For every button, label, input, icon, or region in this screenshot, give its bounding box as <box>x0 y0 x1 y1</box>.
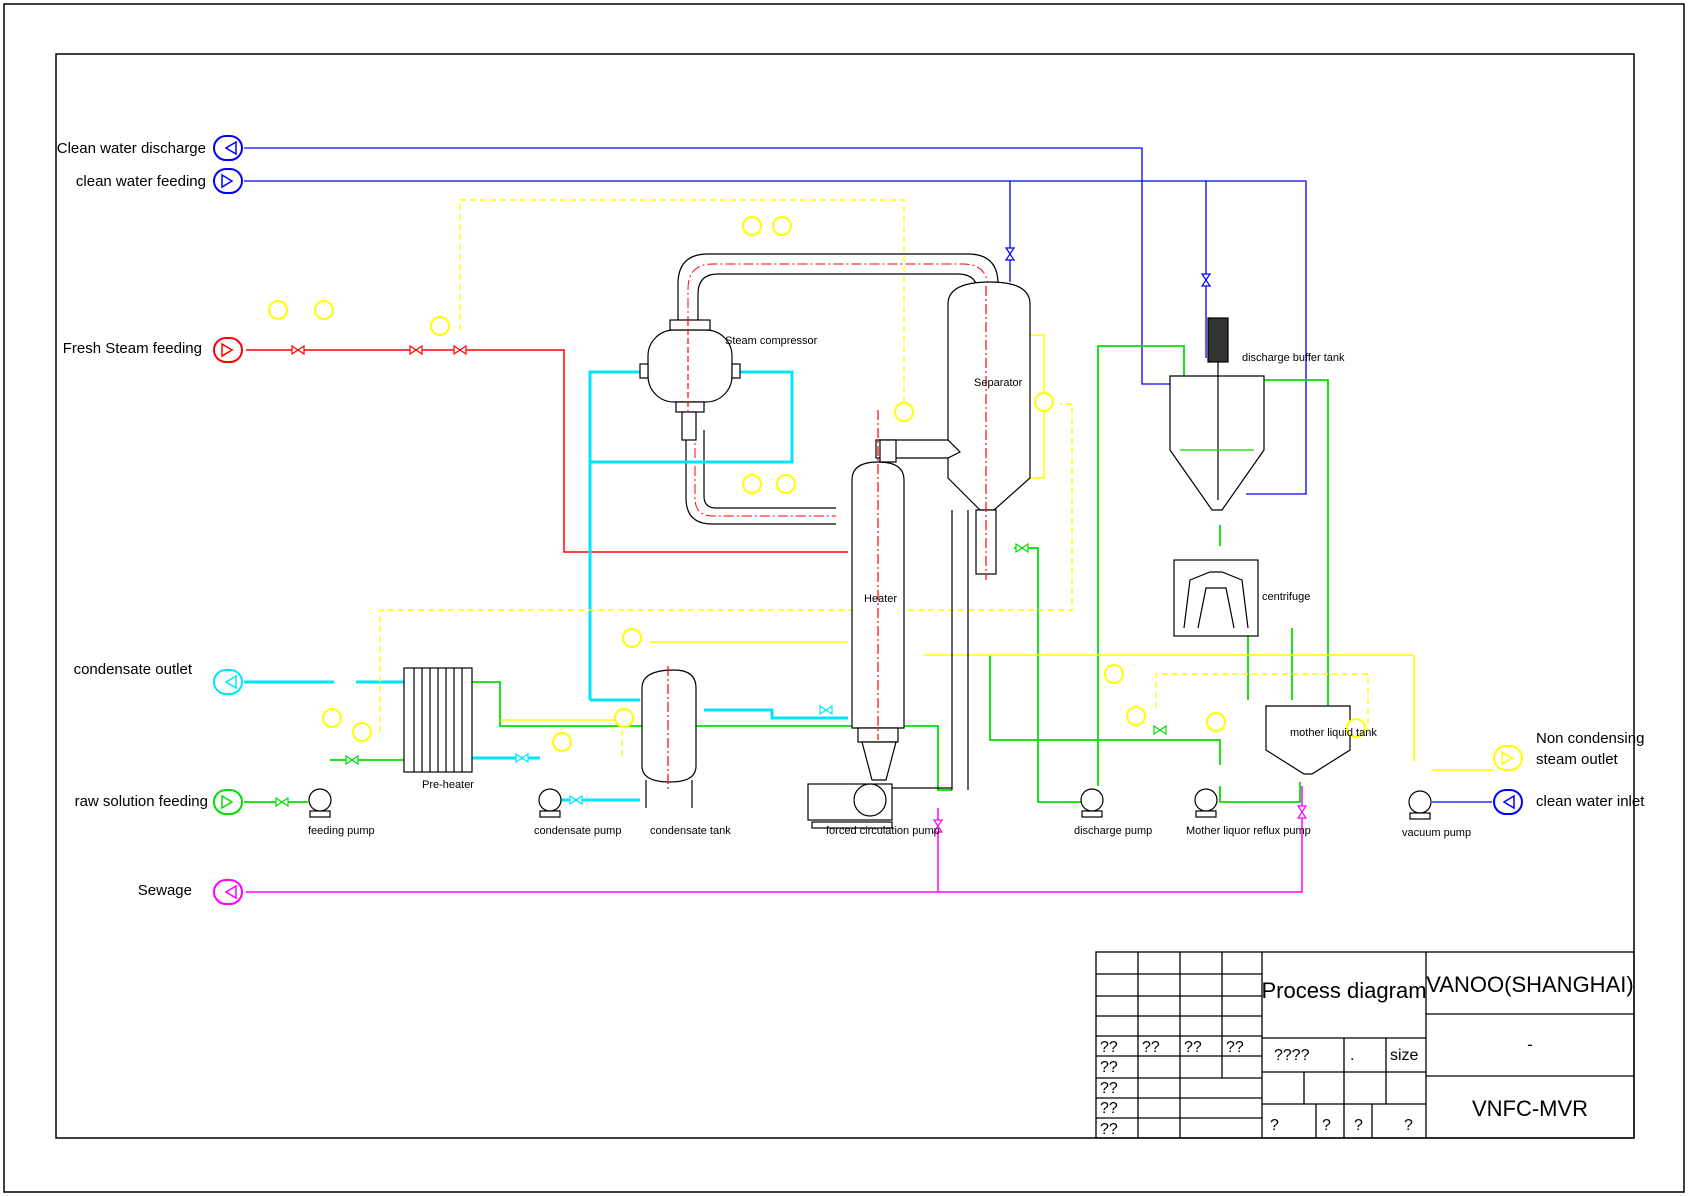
label-sewage: Sewage <box>138 882 192 899</box>
label-vacuum-pump: vacuum pump <box>1402 827 1471 839</box>
label-non-condensing-1: Non condensing <box>1536 730 1644 747</box>
condensate-lines <box>244 370 848 802</box>
label-centrifuge: centrifuge <box>1262 591 1310 603</box>
discharge-pump <box>1080 788 1104 818</box>
title-block-qmarks: ???? <box>1274 1047 1310 1064</box>
label-non-condensing-2: steam outlet <box>1536 751 1619 768</box>
title-block-q2: ? <box>1322 1117 1331 1134</box>
title-block-qq-1: ?? <box>1100 1039 1118 1056</box>
title-block-qq-7: ?? <box>1100 1100 1118 1117</box>
label-pre-heater: Pre-heater <box>422 779 474 791</box>
vapor-duct <box>677 253 999 525</box>
title-block-qq-4: ?? <box>1226 1039 1244 1056</box>
title-block-size: size <box>1390 1047 1419 1064</box>
mother-liquid-tank <box>1265 705 1351 775</box>
label-separator: Separator <box>974 377 1023 389</box>
steam-compressor <box>639 319 741 441</box>
condensate-tank <box>641 666 697 808</box>
separator-vessel <box>875 281 1031 790</box>
title-block-company: VANOO(SHANGHAI) <box>1426 972 1633 997</box>
raw-solution-lines <box>244 345 1329 803</box>
label-raw-solution-feeding: raw solution feeding <box>75 793 208 810</box>
label-condensate-outlet: condensate outlet <box>74 661 193 678</box>
title-block-qq-8: ?? <box>1100 1121 1118 1138</box>
label-feeding-pump: feeding pump <box>308 825 375 837</box>
title-block-q4: ? <box>1404 1117 1413 1134</box>
label-condensate-tank: condensate tank <box>650 825 731 837</box>
drawing-frame <box>55 53 1635 1139</box>
mother-liquor-reflux-pump <box>1194 788 1218 818</box>
condensate-pump <box>538 788 562 818</box>
label-steam-compressor: Steam compressor <box>725 335 818 347</box>
title-block-dash: - <box>1527 1035 1533 1054</box>
discharge-buffer-tank <box>1169 317 1265 511</box>
title-block-qq-6: ?? <box>1100 1080 1118 1097</box>
valves <box>275 247 1308 833</box>
label-mother-liquor-reflux-pump: Mother liquor reflux pump <box>1186 825 1311 837</box>
title-block-dot: . <box>1350 1047 1354 1064</box>
title-block-model: VNFC-MVR <box>1472 1096 1588 1121</box>
label-discharge-pump: discharge pump <box>1074 825 1152 837</box>
label-condensate-pump: condensate pump <box>534 825 621 837</box>
forced-circulation-pump <box>807 783 952 829</box>
title-block-q3: ? <box>1354 1117 1363 1134</box>
title-block-q1: ? <box>1270 1117 1279 1134</box>
centrifuge <box>1173 559 1259 637</box>
label-clean-water-feeding: clean water feeding <box>76 173 206 190</box>
sewage-lines <box>246 786 1303 893</box>
clean-water-lines <box>244 147 1492 803</box>
label-discharge-buffer-tank: discharge buffer tank <box>1242 352 1345 364</box>
title-block-qq-2: ?? <box>1142 1039 1160 1056</box>
label-clean-water-inlet: clean water inlet <box>1536 793 1645 810</box>
title-block-title: Process diagram <box>1261 978 1426 1003</box>
label-mother-liquid-tank: mother liquid tank <box>1290 727 1377 739</box>
pre-heater <box>403 667 473 773</box>
title-block-qq-3: ?? <box>1184 1039 1202 1056</box>
label-clean-water-discharge: Clean water discharge <box>57 140 206 157</box>
label-heater: Heater <box>864 593 897 605</box>
label-fresh-steam-feeding: Fresh Steam feeding <box>63 340 202 357</box>
outer-frame <box>3 3 1685 1193</box>
title-block <box>1095 951 1635 1139</box>
title-block-qq-5: ?? <box>1100 1059 1118 1076</box>
label-forced-circulation-pump: forced circulation pump <box>826 825 940 837</box>
gauges <box>268 216 1366 752</box>
fresh-steam-line <box>246 349 848 553</box>
connector-arrows <box>221 140 1515 900</box>
heater-vessel <box>851 410 905 781</box>
feeding-pump <box>308 788 332 818</box>
vacuum-pump <box>1408 790 1432 820</box>
